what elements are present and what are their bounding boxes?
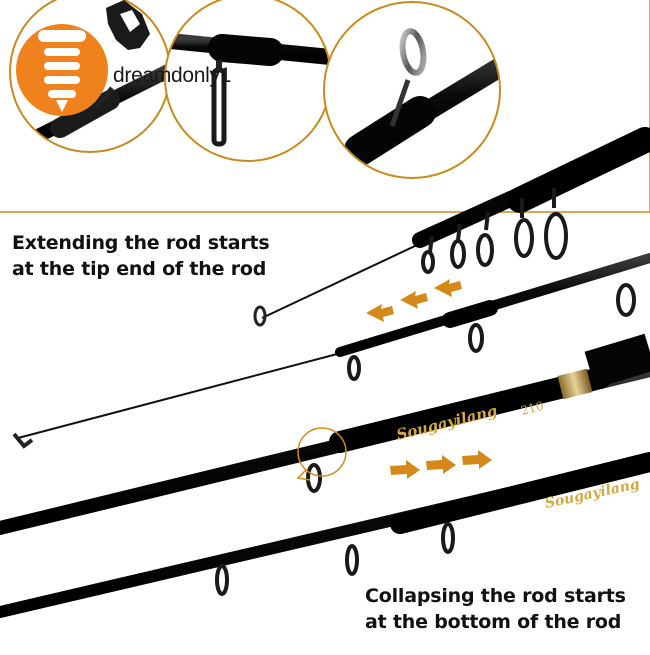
caption-extending-line-2: at the tip end of the rod xyxy=(12,258,267,280)
frame-line xyxy=(0,0,650,213)
caption-extending: Extending the rod starts at the tip end … xyxy=(12,230,270,282)
caption-collapsing: Collapsing the rod starts at the bottom … xyxy=(365,583,626,635)
rod-main: Sougayilang 210 xyxy=(0,333,650,535)
rod-extending-top xyxy=(253,127,650,327)
caption-extending-line-1: Extending the rod starts xyxy=(12,232,270,254)
caption-collapsing-line-2: at the bottom of the rod xyxy=(365,611,622,633)
watermark-text: dreamdonly1 xyxy=(113,64,232,87)
detail-circle-3 xyxy=(323,1,501,179)
hand-icon xyxy=(106,0,150,50)
rod-model-label: 210 xyxy=(519,399,545,418)
arrow-right-icon xyxy=(390,450,492,479)
rod-extending-middle xyxy=(12,253,650,449)
rotate-icon xyxy=(297,427,347,477)
screw-logo-icon xyxy=(16,24,108,116)
arrow-left-icon xyxy=(366,279,462,322)
caption-collapsing-line-1: Collapsing the rod starts xyxy=(365,585,626,607)
